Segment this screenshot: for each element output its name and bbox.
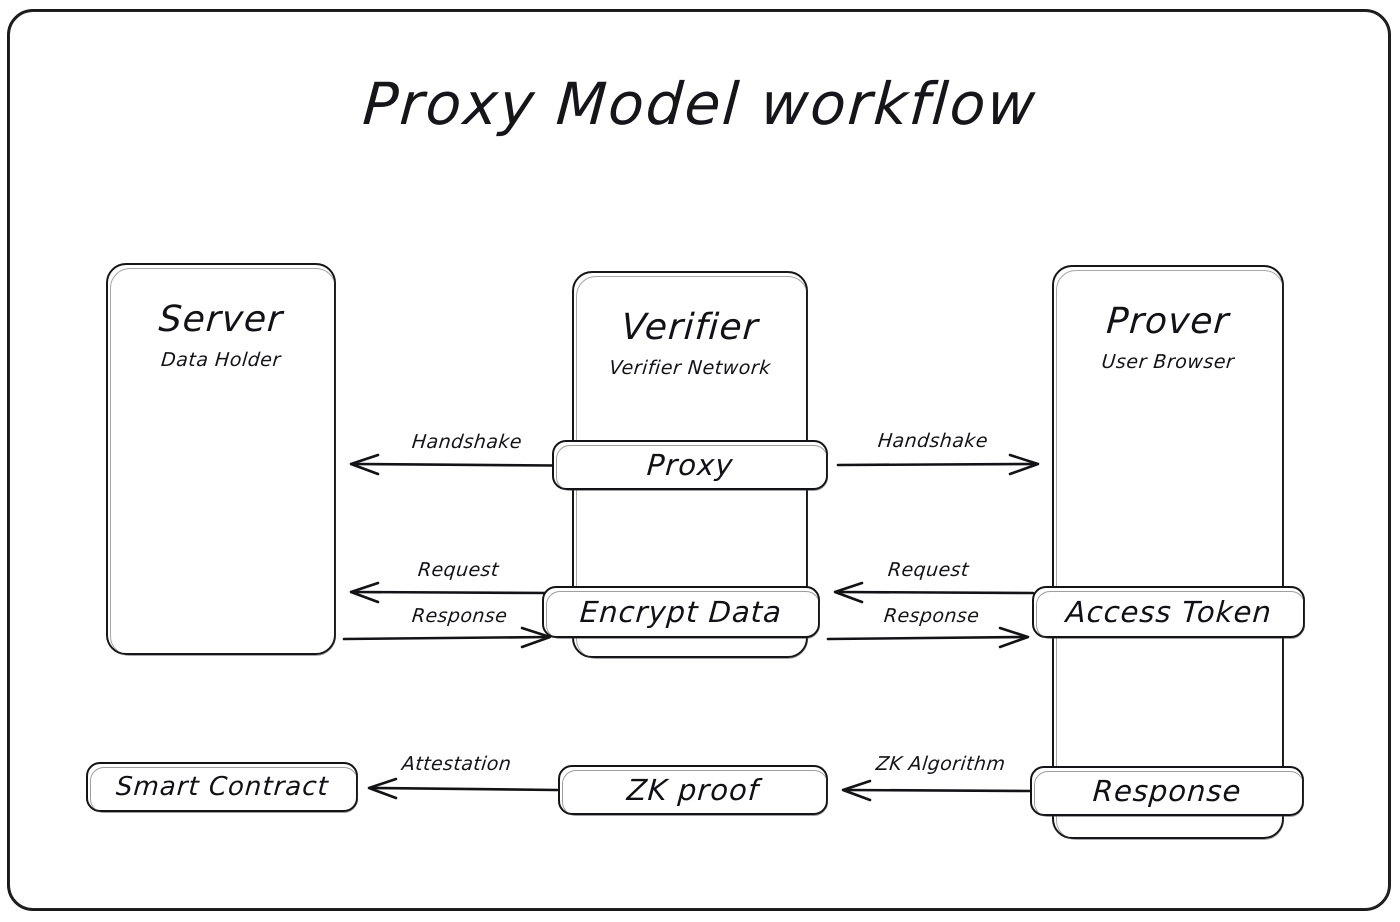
column-prover-title: Prover (1105, 301, 1231, 342)
page-title: Proxy Model workflow (360, 70, 1040, 138)
column-server: Server Data Holder (106, 263, 336, 656)
request-left-arrow (349, 581, 557, 604)
node-access-token[interactable]: Access Token (1032, 586, 1305, 639)
handshake-left-arrow (349, 453, 557, 476)
column-prover-subtitle: User Browser (1100, 351, 1236, 373)
node-smart-contract[interactable]: Smart Contract (86, 762, 358, 813)
column-prover: Prover User Browser (1052, 265, 1284, 840)
zk-algorithm-label: ZK Algorithm (874, 753, 1007, 775)
attestation-label: Attestation (400, 753, 513, 775)
node-encrypt-data-label: Encrypt Data (578, 595, 784, 629)
node-encrypt-data[interactable]: Encrypt Data (542, 586, 820, 639)
node-response[interactable]: Response (1030, 766, 1304, 817)
node-response-label: Response (1091, 774, 1243, 808)
node-smart-contract-label: Smart Contract (114, 772, 330, 802)
response-right-arrow (826, 626, 1030, 649)
column-server-subtitle: Data Holder (160, 349, 282, 371)
response-right-label: Response (882, 605, 981, 627)
attestation-arrow (367, 777, 559, 800)
node-proxy[interactable]: Proxy (552, 440, 828, 491)
column-server-title: Server (157, 299, 285, 340)
node-zk-proof[interactable]: ZK proof (558, 765, 828, 816)
response-left-arrow (342, 626, 552, 649)
request-right-label: Request (886, 559, 970, 581)
handshake-right-label: Handshake (876, 430, 990, 452)
response-left-label: Response (410, 605, 509, 627)
node-zk-proof-label: ZK proof (625, 773, 761, 807)
request-right-arrow (833, 581, 1035, 604)
node-proxy-label: Proxy (645, 448, 735, 482)
handshake-left-label: Handshake (410, 431, 524, 453)
node-access-token-label: Access Token (1064, 595, 1273, 629)
column-verifier-title: Verifier (620, 307, 760, 348)
zk-algorithm-arrow (841, 779, 1033, 802)
handshake-right-arrow (836, 453, 1040, 476)
diagram-frame-shadow (9, 11, 1390, 909)
column-verifier-subtitle: Verifier Network (608, 357, 772, 379)
request-left-label: Request (416, 559, 500, 581)
